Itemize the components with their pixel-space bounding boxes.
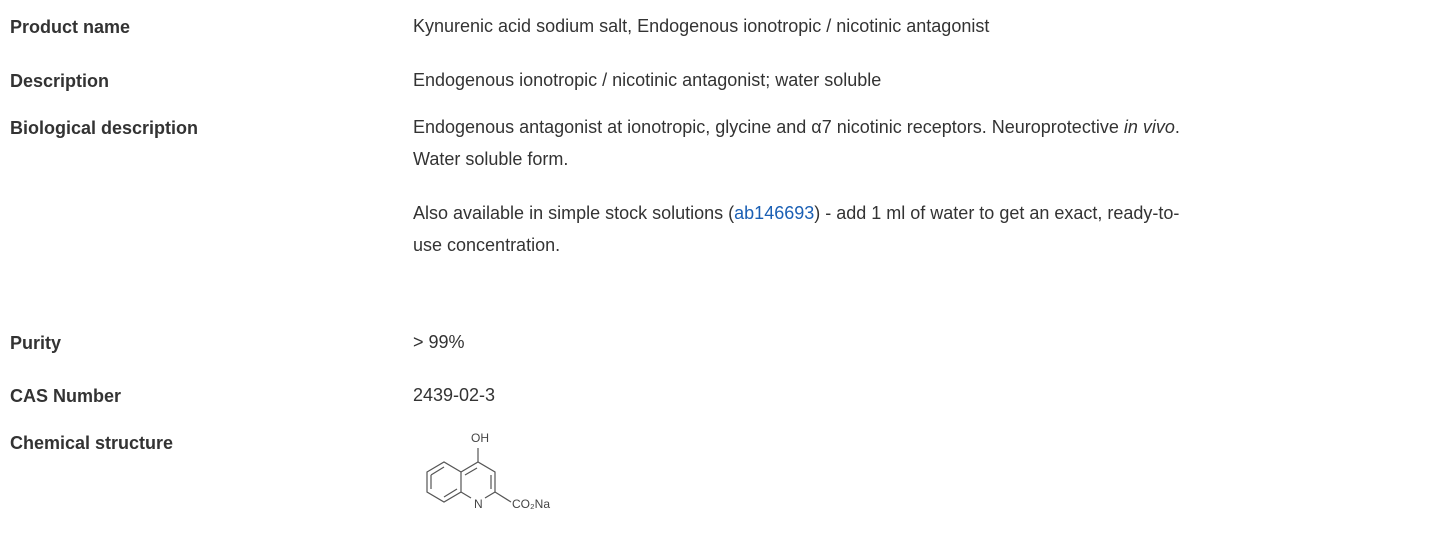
kynurenic-acid-structure-drawing: OH N CO₂Na — [426, 431, 550, 511]
product-name-value: Kynurenic acid sodium salt, Endogenous i… — [413, 10, 1433, 42]
stock-solutions-text-after: ) - add 1 ml of water to get an exact, r… — [814, 203, 1180, 223]
biological-description-line-2: Water soluble form. — [413, 149, 569, 169]
cas-number-value: 2439-02-3 — [413, 379, 1433, 411]
chemical-structure-label: Chemical structure — [10, 433, 174, 453]
biological-description-text: Endogenous antagonist at ionotropic, gly… — [413, 117, 1124, 137]
pyridine-ring — [460, 461, 496, 499]
n-label: N — [474, 497, 483, 511]
cas-number-label: CAS Number — [10, 386, 122, 406]
biological-description-label: Biological description — [10, 118, 199, 138]
biological-description-paragraph-1: Endogenous antagonist at ionotropic, gly… — [413, 111, 1433, 175]
purity-text: > 99% — [413, 332, 465, 352]
biological-description-period: . — [1174, 117, 1180, 137]
ab146693-link[interactable]: ab146693 — [734, 203, 815, 223]
stock-solutions-line-2: use concentration. — [413, 235, 561, 255]
chemical-structure-image: OH N CO₂Na — [413, 424, 563, 539]
description-value: Endogenous ionotropic / nicotinic antago… — [413, 64, 1433, 96]
purity-label: Purity — [10, 333, 62, 353]
oh-label: OH — [471, 431, 489, 445]
description-text: Endogenous ionotropic / nicotinic antago… — [413, 70, 882, 90]
co2na-label: CO₂Na — [512, 497, 550, 511]
product-name-label: Product name — [10, 17, 131, 37]
biological-description-value: Endogenous antagonist at ionotropic, gly… — [413, 111, 1433, 261]
biological-description-paragraph-2: Also available in simple stock solutions… — [413, 197, 1433, 261]
purity-value: > 99% — [413, 326, 1433, 358]
product-name-text: Kynurenic acid sodium salt, Endogenous i… — [413, 16, 990, 36]
description-label: Description — [10, 71, 110, 91]
in-vivo-italic: in vivo — [1123, 117, 1175, 137]
stock-solutions-text: Also available in simple stock solutions… — [413, 203, 735, 223]
benzene-ring — [426, 461, 462, 503]
cas-number-text: 2439-02-3 — [413, 385, 496, 405]
